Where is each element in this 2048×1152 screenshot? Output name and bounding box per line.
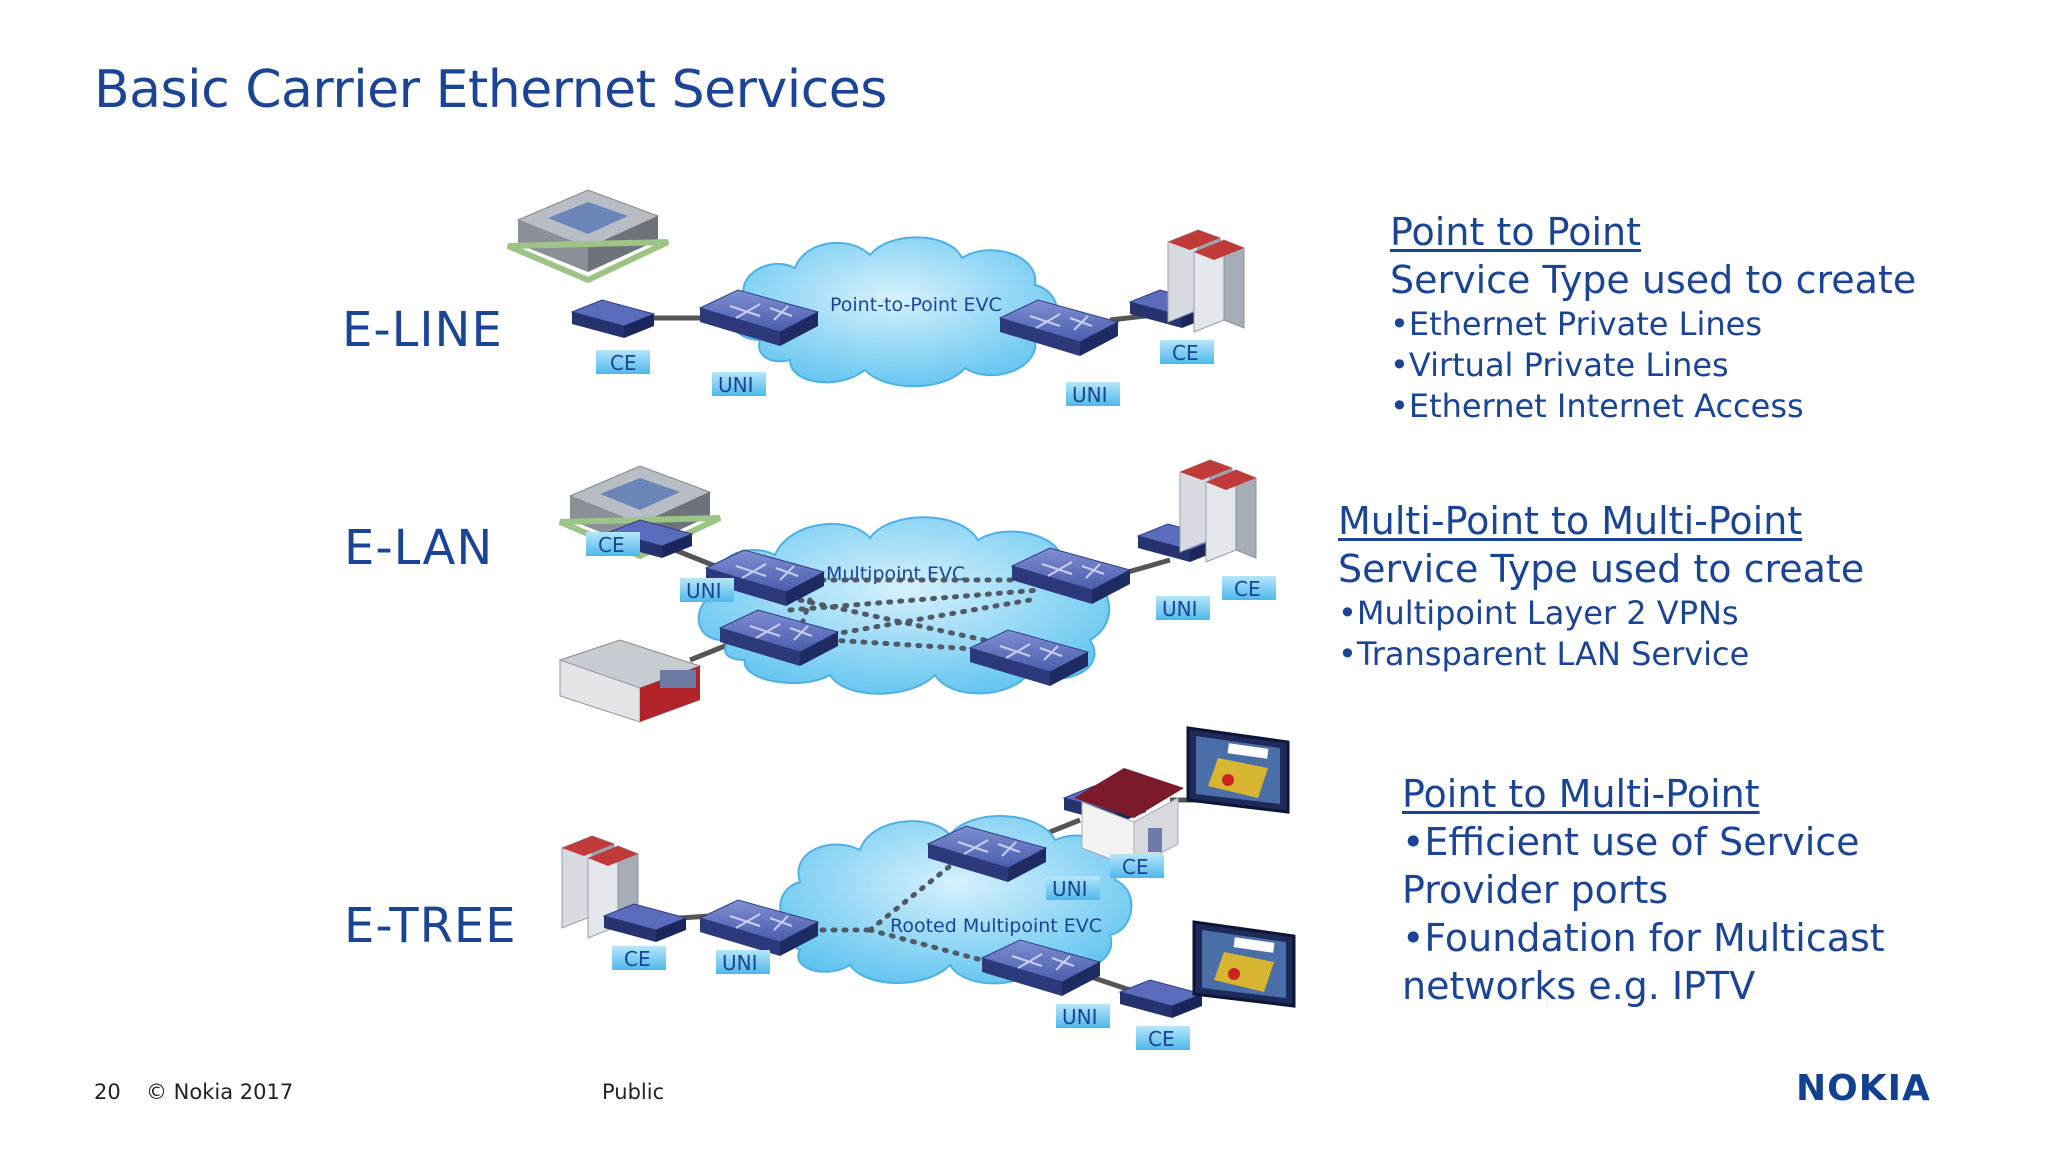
svg-text:CE: CE: [1172, 341, 1199, 365]
svg-text:CE: CE: [598, 533, 625, 557]
elan-heading: Multi-Point to Multi-Point: [1338, 499, 1803, 543]
eline-ce-tag-left: CE: [596, 350, 650, 375]
eline-description: Point to Point Service Type used to crea…: [1390, 208, 1916, 427]
page-title: Basic Carrier Ethernet Services: [94, 60, 887, 120]
eline-diagram: Point-to-Point EVC CE UNI UNI CE: [508, 190, 1245, 407]
elan-uni-tag-left: UNI: [680, 578, 734, 603]
service-label-elan: E-LAN: [344, 520, 494, 576]
svg-text:CE: CE: [1148, 1027, 1175, 1051]
svg-text:UNI: UNI: [1072, 383, 1108, 407]
etree-ce-tag-left: CE: [612, 946, 666, 971]
elan-description: Multi-Point to Multi-Point Service Type …: [1338, 497, 1864, 675]
svg-text:CE: CE: [610, 351, 637, 375]
etree-bullet: •Efficient use of Service: [1402, 820, 1860, 864]
page-number: 20: [94, 1080, 121, 1104]
elan-uni-tag-right: UNI: [1156, 596, 1210, 621]
service-label-etree: E-TREE: [344, 898, 517, 954]
svg-text:UNI: UNI: [1052, 877, 1088, 901]
eline-uni-tag-right: UNI: [1066, 382, 1120, 407]
svg-text:UNI: UNI: [686, 579, 722, 603]
elan-tower-building: [1179, 459, 1257, 563]
eline-tower-building: [1167, 229, 1245, 333]
eline-bullet: •Virtual Private Lines: [1390, 346, 1729, 384]
etree-ce-device-bottom: [1119, 979, 1203, 1019]
etree-tv-top: [1186, 726, 1290, 814]
etree-house: [1074, 768, 1184, 869]
svg-text:UNI: UNI: [1162, 597, 1198, 621]
etree-ce-tag-bottom: CE: [1136, 1026, 1190, 1051]
nokia-logo: NOKIA: [1796, 1068, 1931, 1109]
eline-bullet: •Ethernet Internet Access: [1390, 387, 1804, 425]
etree-uni-tag-top: UNI: [1046, 876, 1100, 901]
eline-subheading: Service Type used to create: [1390, 258, 1917, 302]
svg-text:UNI: UNI: [1062, 1005, 1098, 1029]
service-label-eline: E-LINE: [342, 302, 503, 358]
etree-uni-tag-root: UNI: [716, 950, 770, 975]
elan-ce-tag-left: CE: [586, 532, 640, 557]
etree-bullet: Provider ports: [1402, 868, 1669, 912]
elan-bullet: •Multipoint Layer 2 VPNs: [1338, 594, 1739, 632]
etree-description: Point to Multi-Point •Efficient use of S…: [1402, 770, 1885, 1010]
eline-uni-tag-left: UNI: [712, 372, 766, 397]
etree-heading: Point to Multi-Point: [1402, 772, 1760, 816]
eline-ce-device-left: [571, 299, 655, 339]
etree-bullet: networks e.g. IPTV: [1402, 964, 1756, 1008]
eline-cloud: [729, 236, 1059, 388]
etree-cloud-label: Rooted Multipoint EVC: [890, 915, 1102, 937]
elan-red-building: [558, 639, 702, 723]
eline-cloud-label: Point-to-Point EVC: [830, 294, 1002, 316]
svg-text:UNI: UNI: [718, 373, 754, 397]
elan-diagram: Multipoint EVC CE UNI UNI CE: [558, 459, 1276, 723]
etree-diagram: Rooted Multipoint EVC CE UNI UNI CE UNI …: [561, 726, 1296, 1051]
etree-uni-tag-bottom: UNI: [1056, 1004, 1110, 1029]
elan-subheading: Service Type used to create: [1338, 547, 1865, 591]
eline-heading: Point to Point: [1390, 210, 1642, 254]
etree-ce-tag-top: CE: [1110, 854, 1164, 879]
svg-text:CE: CE: [624, 947, 651, 971]
eline-bullet: •Ethernet Private Lines: [1390, 305, 1762, 343]
svg-text:CE: CE: [1234, 577, 1261, 601]
eline-ce-tag-right: CE: [1160, 340, 1214, 365]
etree-bullet: •Foundation for Multicast: [1402, 916, 1885, 960]
eline-office-building: [508, 190, 668, 280]
classification-label: Public: [602, 1080, 665, 1104]
copyright: © Nokia 2017: [146, 1080, 294, 1104]
svg-text:CE: CE: [1122, 855, 1149, 879]
elan-ce-tag-right: CE: [1222, 576, 1276, 601]
etree-tv-bottom: [1192, 920, 1296, 1008]
svg-text:UNI: UNI: [722, 951, 758, 975]
elan-bullet: •Transparent LAN Service: [1338, 635, 1750, 673]
